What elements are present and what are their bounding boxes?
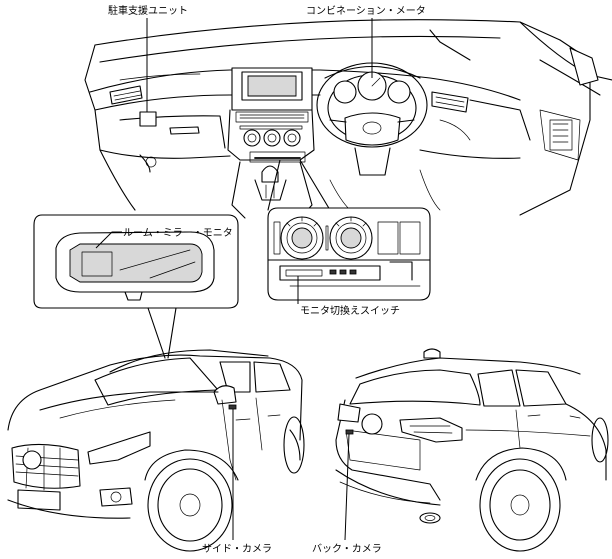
leader-room-mirror (95, 231, 122, 249)
room-mirror-callout (33, 214, 239, 359)
label-side-camera: サイド・カメラ (202, 543, 272, 555)
leader-back-camera (344, 433, 350, 541)
label-parking-unit: 駐車支援ユニット (108, 4, 188, 17)
leader-lines (95, 18, 373, 541)
label-monitor-switch: モニタ切換えスイッチ (300, 305, 400, 317)
monitor-switch-callout (267, 207, 431, 301)
rear-car-illustration (335, 348, 609, 552)
front-car-illustration (7, 349, 305, 552)
label-room-mirror-monitor: ルーム・ミラー・モニタ (123, 227, 233, 239)
label-combination-meter: コンビネーション・メータ (306, 5, 426, 17)
label-back-camera: バック・カメラ (312, 543, 382, 555)
dashboard-illustration (84, 19, 612, 219)
labels: 駐車支援ユニット コンビネーション・メータ ルーム・ミラー・モニタ モニタ切換え… (108, 4, 426, 555)
